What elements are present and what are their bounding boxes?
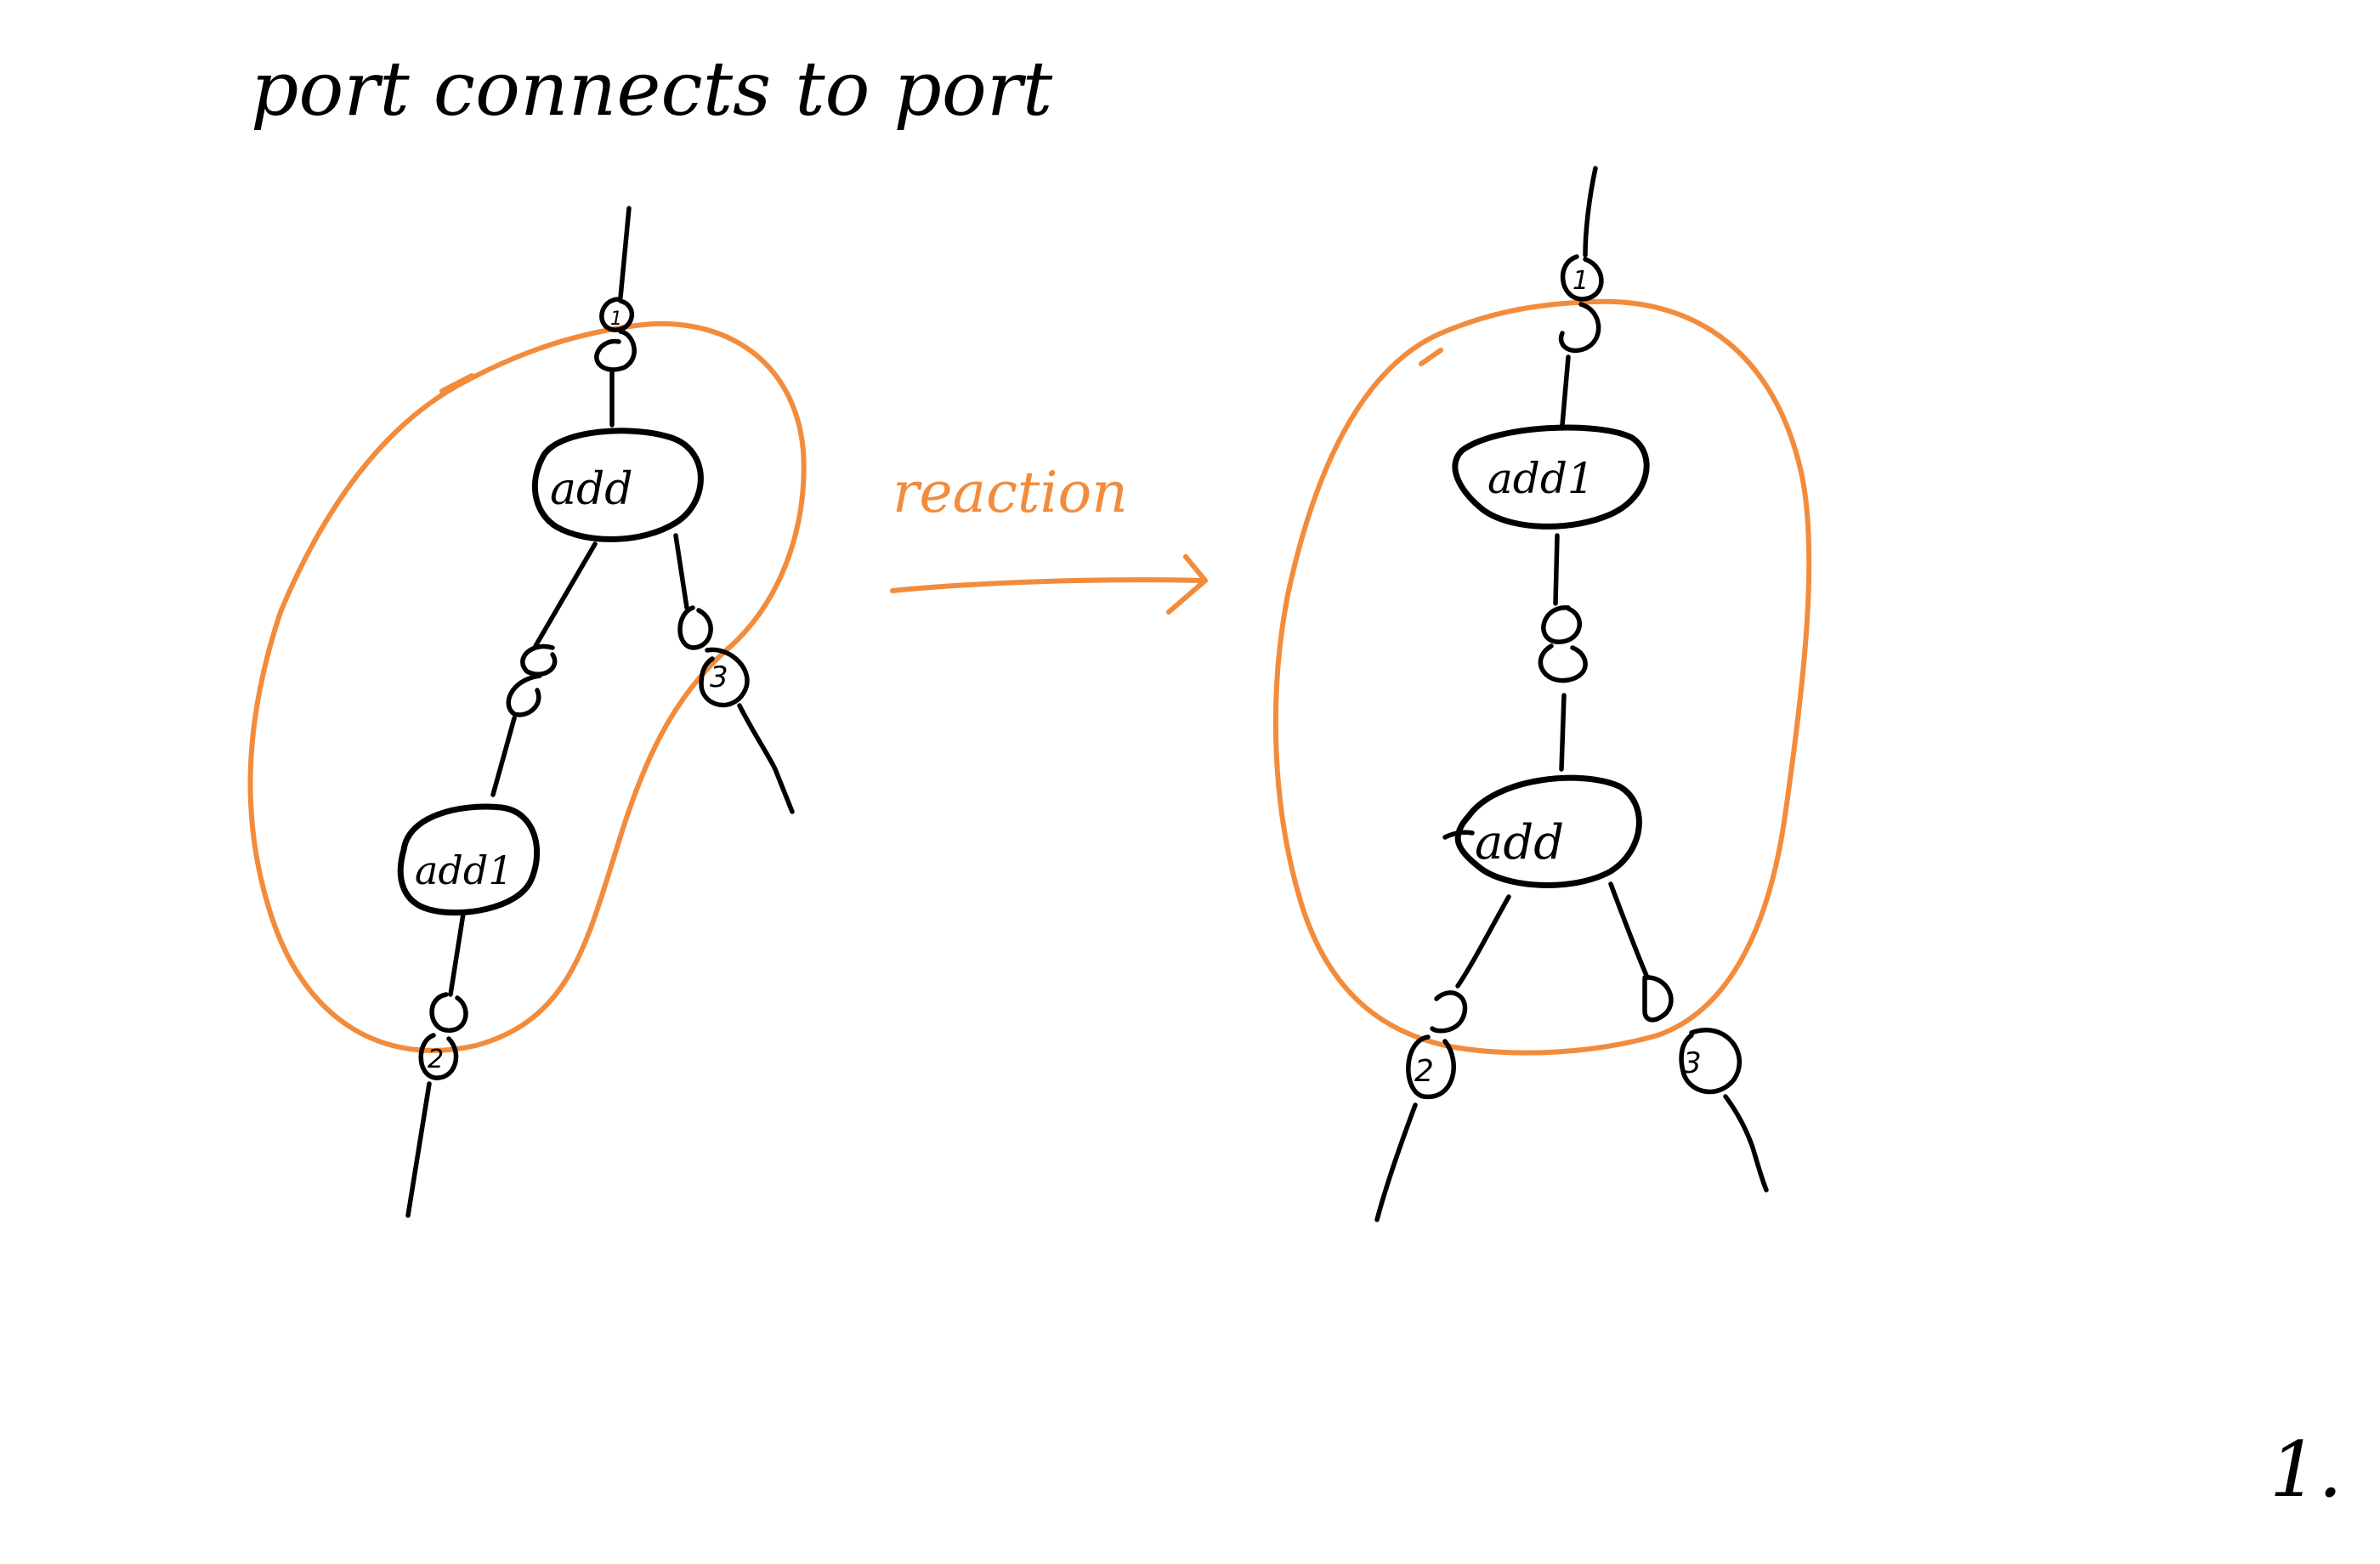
before-port-1-label: 1 <box>610 309 622 330</box>
reaction-arrow <box>890 577 1205 593</box>
after-middle-port-a-icon <box>1541 605 1583 644</box>
after-top-wire <box>1583 166 1598 258</box>
after-port-1-label: 1 <box>1572 266 1589 296</box>
after-inner-port-c-icon <box>1430 990 1468 1034</box>
before-top-wire <box>618 206 632 300</box>
after-add1-node <box>1452 424 1650 530</box>
after-add-node-label: add <box>1475 815 1564 870</box>
page-title: port connects to port <box>251 45 1053 133</box>
after-add1-node-label: add1 <box>1488 454 1595 503</box>
before-add1-node <box>397 803 540 916</box>
after-inner-port-d-icon <box>1642 975 1674 1023</box>
after-bottom-right-wire <box>1723 1094 1769 1193</box>
before-diagram: 1 add 3 add1 2 <box>247 206 807 1218</box>
after-port-3-label: 3 <box>1683 1046 1702 1080</box>
before-port-1-icon <box>599 297 635 332</box>
after-port-2-label: 2 <box>1414 1054 1434 1089</box>
after-port-1-icon <box>1561 254 1604 302</box>
reaction-label: reaction <box>892 460 1128 525</box>
before-add-node <box>531 428 704 542</box>
after-port-2-icon <box>1406 1034 1456 1099</box>
before-inner-port-a-icon <box>520 643 558 677</box>
after-port-3-icon <box>1679 1028 1742 1095</box>
after-region-outline <box>1272 298 1812 1056</box>
before-port-2-label: 2 <box>428 1045 444 1074</box>
before-region-outline <box>247 321 807 1053</box>
after-add-node <box>1454 774 1642 888</box>
before-port-2-icon <box>418 1033 459 1080</box>
page-number: 1. <box>2270 1425 2343 1515</box>
before-port-3-wire <box>737 703 795 814</box>
reaction-arrow-group: reaction <box>890 460 1208 615</box>
before-port-3-label: 3 <box>710 660 728 694</box>
before-inner-port-b-icon <box>677 605 713 650</box>
before-inner-port-c-icon <box>429 992 468 1033</box>
before-add1-node-label: add1 <box>415 847 513 893</box>
after-bottom-left-wire <box>1374 1102 1418 1222</box>
reaction-arrowhead-icon <box>1166 554 1208 615</box>
after-diagram: 1 add1 add 2 3 <box>1272 166 1812 1222</box>
before-bottom-wire <box>405 1081 432 1218</box>
after-middle-port-b-icon <box>1538 643 1588 683</box>
before-add-node-label: add <box>550 464 633 515</box>
before-port-3-icon <box>699 647 750 708</box>
